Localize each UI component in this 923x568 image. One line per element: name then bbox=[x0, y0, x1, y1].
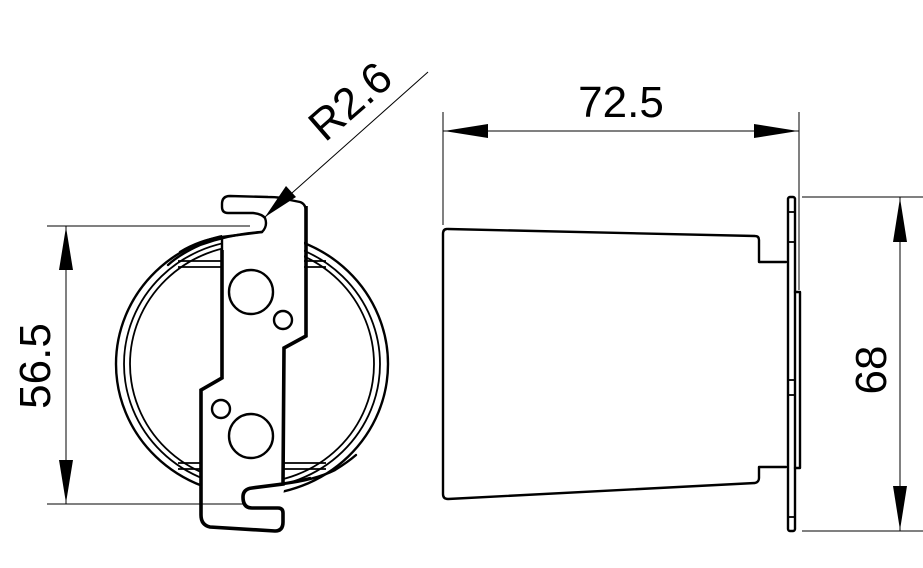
dimension-side-height: 68 bbox=[802, 196, 923, 532]
dimension-side-width: 72.5 bbox=[442, 78, 800, 290]
front-view bbox=[114, 188, 390, 533]
hole-large-top bbox=[227, 268, 275, 316]
radius-label: R2.6 bbox=[299, 53, 401, 151]
hole-large-bottom bbox=[227, 412, 275, 460]
side-width-label: 72.5 bbox=[578, 78, 664, 127]
hole-small-bottom bbox=[210, 398, 232, 420]
mounting-holes bbox=[210, 268, 294, 460]
hole-small-top bbox=[272, 309, 294, 331]
side-body bbox=[441, 227, 788, 501]
dimension-front-height: 56.5 bbox=[11, 225, 250, 505]
side-view bbox=[441, 195, 802, 533]
flange-plate bbox=[786, 195, 802, 533]
rail-lines bbox=[178, 260, 326, 470]
front-height-label: 56.5 bbox=[11, 323, 60, 409]
dimension-radius: R2.6 bbox=[264, 53, 429, 218]
bracket-plate bbox=[199, 206, 308, 533]
side-height-label: 68 bbox=[847, 346, 896, 395]
